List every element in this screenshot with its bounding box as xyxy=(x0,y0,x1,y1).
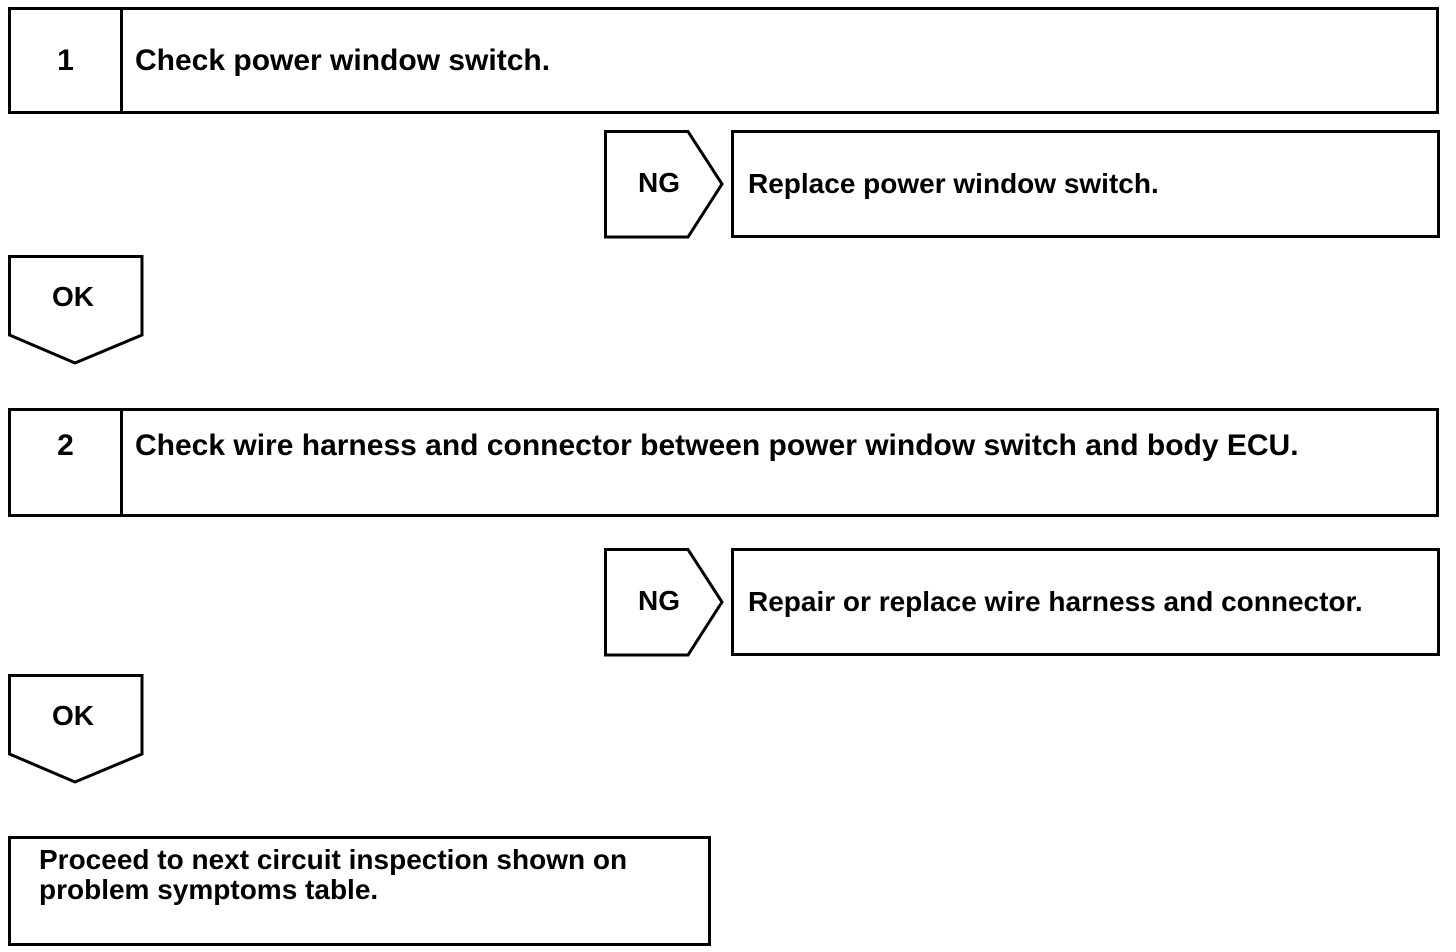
action-box-2: Repair or replace wire harness and conne… xyxy=(731,548,1440,656)
step-number: 1 xyxy=(11,10,123,111)
step-number: 2 xyxy=(11,411,123,514)
ok-arrow-1 xyxy=(8,255,144,365)
action-box-1: Replace power window switch. xyxy=(731,130,1440,238)
step-text: Check wire harness and connector between… xyxy=(135,429,1299,462)
ok-label-1: OK xyxy=(52,281,94,312)
ng-label-1: NG xyxy=(638,167,680,198)
ok-arrow-2 xyxy=(8,674,144,784)
ng-label-2: NG xyxy=(638,585,680,616)
step-2-box: 2 Check wire harness and connector betwe… xyxy=(8,408,1439,517)
final-box: Proceed to next circuit inspection shown… xyxy=(8,836,711,946)
final-text-line-2: problem symptoms table. xyxy=(39,874,379,905)
ng-arrow-1 xyxy=(604,130,724,239)
ok-label-2: OK xyxy=(52,700,94,731)
step-text: Check power window switch. xyxy=(135,44,551,77)
final-text-line-1: Proceed to next circuit inspection shown… xyxy=(39,844,628,875)
step-1-box: 1 Check power window switch. xyxy=(8,7,1439,114)
ng-arrow-2 xyxy=(604,548,724,657)
